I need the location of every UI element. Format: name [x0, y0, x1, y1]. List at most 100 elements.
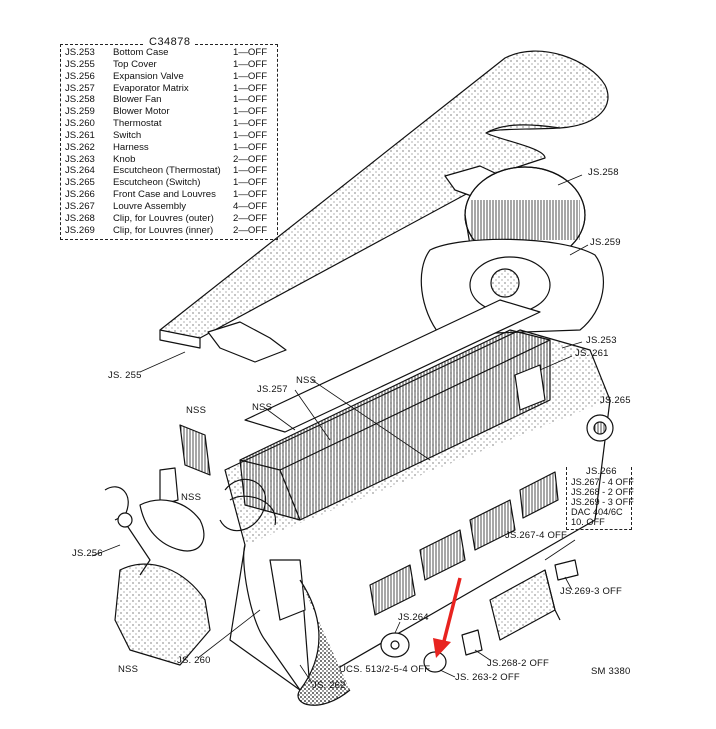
highlight-arrow [433, 577, 462, 658]
part-description: Escutcheon (Thermostat) [113, 165, 221, 177]
callout-js262: JS. 262 [312, 680, 346, 691]
note-line-4: DAC 404/6C [571, 507, 623, 517]
js266-contents-box: JS.267 - 4 OFF JS.268 - 2 OFF JS.269 - 3… [566, 467, 634, 530]
part-quantity: 4—OFF [233, 200, 268, 212]
part-description: Escutcheon (Switch) [113, 177, 201, 189]
part-number: JS.255 [65, 58, 95, 70]
part-description: Blower Motor [113, 106, 170, 118]
parts-row: JS.268 Clip, for Louvres (outer) 2—OFF [65, 213, 273, 225]
part-quantity: 1—OFF [233, 82, 268, 94]
part-number: JS.266 [65, 189, 95, 201]
callout-js269: JS.269-3 OFF [560, 586, 623, 597]
part-quantity: 1—OFF [233, 141, 268, 153]
part-number: JS.264 [65, 165, 95, 177]
part-quantity: 1—OFF [233, 47, 268, 58]
part-quantity: 1—OFF [233, 118, 268, 130]
part-description: Front Case and Louvres [113, 189, 216, 201]
part-number: JS.268 [65, 212, 95, 224]
part-quantity: 1—OFF [233, 106, 268, 118]
part-number: JS.263 [65, 153, 95, 165]
part-quantity: 2—OFF [233, 224, 268, 236]
parts-table: JS.253 Bottom Case 1—OFF JS.255 Top Cover 1—O… [65, 47, 273, 237]
callout-js258: JS.258 [588, 167, 619, 178]
part-number: JS.262 [65, 141, 95, 153]
part-quantity: 2—OFF [233, 212, 268, 224]
part-description: Blower Fan [113, 94, 162, 106]
callout-js256: JS.256 [72, 548, 103, 559]
callout-js257: JS.257 [257, 384, 288, 395]
callout-nss-top: NSS [296, 375, 317, 386]
callout-ucs: UCS. 513/2-5-4 OFF [339, 664, 431, 675]
part-quantity: 1—OFF [233, 70, 268, 82]
part-quantity: 2—OFF [233, 153, 268, 165]
callout-js267: JS.267-4 OFF [505, 530, 568, 541]
part-quantity: 1—OFF [233, 177, 268, 189]
callout-js264: JS.264 [398, 612, 429, 623]
callout-js268: JS.268-2 OFF [487, 658, 550, 669]
part-number: JS.260 [65, 118, 95, 130]
part-number: JS.267 [65, 200, 95, 212]
part-description: Switch [113, 129, 142, 141]
note-line-2: JS.268 - 2 OFF [571, 487, 634, 497]
part-description: Harness [113, 141, 149, 153]
callout-js265: JS.265 [600, 395, 631, 406]
part-description: Expansion Valve [113, 70, 184, 82]
callout-js263: JS. 263-2 OFF [455, 672, 520, 683]
parts-row: JS.265 Escutcheon (Switch) 1—OFF [65, 177, 273, 189]
part-number: JS.257 [65, 82, 95, 94]
callout-js255: JS. 255 [108, 370, 142, 381]
top-cover-shape [159, 50, 609, 339]
parts-row: JS.269 Clip, for Louvres (inner) 2—OFF [65, 225, 273, 237]
part-description: Top Cover [113, 58, 157, 70]
part-description: Clip, for Louvres (outer) [113, 212, 214, 224]
parts-row: JS.255 Top Cover 1—OFF [65, 59, 273, 71]
part-quantity: 1—OFF [233, 165, 268, 177]
parts-row: JS.257 Evaporator Matrix 1—OFF [65, 83, 273, 95]
parts-row: JS.253 Bottom Case 1—OFF [65, 47, 273, 59]
part-number: JS.261 [65, 129, 95, 141]
part-number: JS.253 [65, 47, 95, 58]
note-line-5: 10. OFF [571, 517, 605, 527]
part-number: JS.269 [65, 224, 95, 236]
callout-js266: JS.266 [586, 466, 617, 477]
note-line-3: JS.269 - 3 OFF [571, 497, 634, 507]
callout-js259: JS.259 [590, 237, 621, 248]
parts-row: JS.264 Escutcheon (Thermostat) 1—OFF [65, 165, 273, 177]
part-quantity: 1—OFF [233, 189, 268, 201]
part-description: Thermostat [113, 118, 162, 130]
part-number: JS.256 [65, 70, 95, 82]
part-quantity: 1—OFF [233, 94, 268, 106]
sheet-number: SM 3380 [591, 666, 631, 677]
part-description: Evaporator Matrix [113, 82, 189, 94]
part-description: Louvre Assembly [113, 200, 187, 212]
parts-row: JS.256 Expansion Valve 1—OFF [65, 71, 273, 83]
callout-nss-bottom: NSS [118, 664, 139, 675]
part-number: JS.258 [65, 94, 95, 106]
drawing-number: C34878 [145, 36, 195, 48]
part-quantity: 1—OFF [233, 129, 268, 141]
parts-row: JS.260 Thermostat 1—OFF [65, 118, 273, 130]
callout-js260: JS. 260 [177, 655, 211, 666]
part-description: Clip, for Louvres (inner) [113, 224, 214, 236]
callout-js253: JS.253 [586, 335, 617, 346]
part-quantity: 1—OFF [233, 58, 268, 70]
parts-row: JS.267 Louvre Assembly 4—OFF [65, 201, 273, 213]
part-description: Knob [113, 153, 136, 165]
note-line-1: JS.267 - 4 OFF [571, 477, 634, 487]
parts-row: JS.261 Switch 1—OFF [65, 130, 273, 142]
callout-nss-valve: NSS [181, 492, 202, 503]
part-description: Bottom Case [113, 47, 169, 58]
parts-row: JS.266 Front Case and Louvres 1—OFF [65, 189, 273, 201]
parts-row: JS.259 Blower Motor 1—OFF [65, 106, 273, 118]
parts-row: JS.258 Blower Fan 1—OFF [65, 94, 273, 106]
callout-nss-left: NSS [186, 405, 207, 416]
callout-js261: JS. 261 [575, 348, 609, 359]
part-number: JS.265 [65, 177, 95, 189]
parts-row: JS.263 Knob 2—OFF [65, 154, 273, 166]
callout-nss-mid: NSS [252, 402, 273, 413]
parts-row: JS.262 Harness 1—OFF [65, 142, 273, 154]
parts-list-box: C34878 JS.253 Bottom Case 1—OFF JS.255 Top C… [60, 36, 278, 240]
part-number: JS.259 [65, 106, 95, 118]
